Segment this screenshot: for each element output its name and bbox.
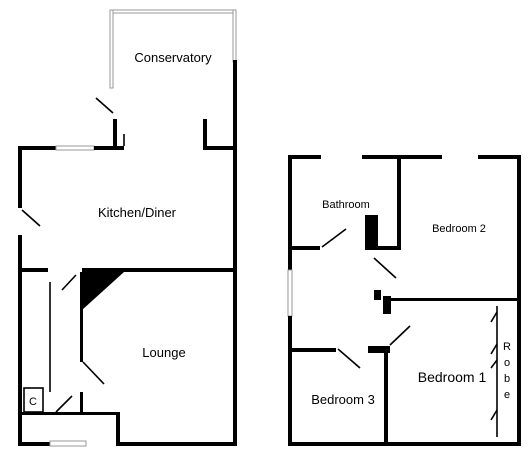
bathroom-bedroom2-wall-b <box>378 246 401 250</box>
conservatory-window-left <box>109 9 114 89</box>
porch-wall <box>116 412 120 446</box>
bedroom2-door-swing <box>373 257 397 279</box>
bedroom1-post <box>368 346 390 353</box>
wardrobe-door-1 <box>490 311 498 323</box>
bedroom-divider-stub <box>383 296 391 314</box>
robe-letter-o: o <box>504 357 510 369</box>
conservatory-wall-right <box>233 60 237 150</box>
bedroom-3-label: Bedroom 3 <box>311 392 375 407</box>
bedroom-2-label: Bedroom 2 <box>432 223 486 235</box>
first-wall-top-2 <box>362 155 442 159</box>
landing-post <box>374 290 381 300</box>
bedroom1-door-swing <box>389 325 411 346</box>
divider-right <box>82 268 233 272</box>
kitchen-wall-top-left <box>18 146 56 150</box>
ground-floor: C Conservatory Kitchen/Diner Lounge <box>18 9 237 447</box>
cupboard-label: C <box>29 396 37 408</box>
conservatory-stub-right-b <box>203 146 233 150</box>
kitchen-side-door-swing <box>21 209 41 227</box>
first-window-left <box>287 269 293 317</box>
bedroom1-bedroom3-wall <box>384 346 388 446</box>
divider-left <box>22 268 48 272</box>
cupboard-door-swing <box>55 395 73 413</box>
hall-wall-lower <box>22 412 118 415</box>
conservatory-window-top <box>111 9 237 14</box>
bedroom2-bedroom1-wall <box>391 298 517 301</box>
bathroom-bath <box>365 215 378 250</box>
ground-wall-left-lower <box>18 235 22 446</box>
wardrobe-door-4 <box>490 409 498 421</box>
bathroom-bedroom2-wall <box>397 159 401 250</box>
chimney-breast <box>82 272 124 310</box>
ground-wall-bottom-right <box>116 442 237 446</box>
conservatory-door-swing <box>95 97 114 114</box>
bedroom3-door-swing <box>337 348 361 369</box>
lounge-door-swing <box>82 361 105 385</box>
conservatory-stub-right <box>203 119 207 150</box>
bedroom3-walls <box>292 348 361 369</box>
kitchen-door-swing <box>61 274 77 291</box>
kitchen-diner-label: Kitchen/Diner <box>98 205 177 220</box>
robe-letter-b: b <box>504 373 510 385</box>
kitchen-wall-top-mid <box>94 146 113 150</box>
kitchen-walls <box>18 145 237 446</box>
first-wall-left-upper <box>288 155 292 270</box>
ground-wall-bottom-left <box>18 442 50 446</box>
first-wall-top-1 <box>288 155 321 159</box>
lounge-label: Lounge <box>142 345 185 360</box>
bathroom-walls <box>292 159 401 279</box>
conservatory-stub-left-b <box>113 146 124 150</box>
bathroom-door-swing <box>321 228 347 248</box>
hall: C <box>18 282 237 447</box>
robe-letter-r: R <box>503 341 511 353</box>
kitchen-lounge-divider <box>22 268 233 385</box>
first-wall-right <box>517 155 521 446</box>
conservatory-window-right <box>232 9 237 63</box>
first-wall-top-3 <box>478 155 521 159</box>
bedroom3-wall-top <box>292 348 336 352</box>
first-wall-left-lower <box>288 316 292 446</box>
bedroom-1-label: Bedroom 1 <box>418 369 487 385</box>
hall-post <box>80 392 83 412</box>
conservatory-stub-left <box>113 119 117 150</box>
bathroom-wall-bottom <box>292 246 320 250</box>
bedroom-divider <box>368 290 517 446</box>
wardrobe-door-2 <box>490 343 498 355</box>
conservatory-walls <box>95 9 237 150</box>
bathroom-label: Bathroom <box>322 199 370 211</box>
robe-letter-e: e <box>504 389 510 401</box>
ground-wall-left-upper <box>18 146 22 208</box>
wardrobe-door-3 <box>490 359 498 369</box>
first-floor: R o b e Bathroom Bedroom 2 Bedroom 1 Bed… <box>287 155 521 446</box>
first-wall-bottom <box>288 442 521 446</box>
conservatory-label: Conservatory <box>134 50 212 65</box>
lounge-wall-left-stub <box>80 272 83 362</box>
ground-wall-right <box>233 146 237 446</box>
kitchen-window-top <box>55 145 95 151</box>
front-door-glazing <box>49 440 87 447</box>
wardrobe: R o b e <box>490 306 511 437</box>
